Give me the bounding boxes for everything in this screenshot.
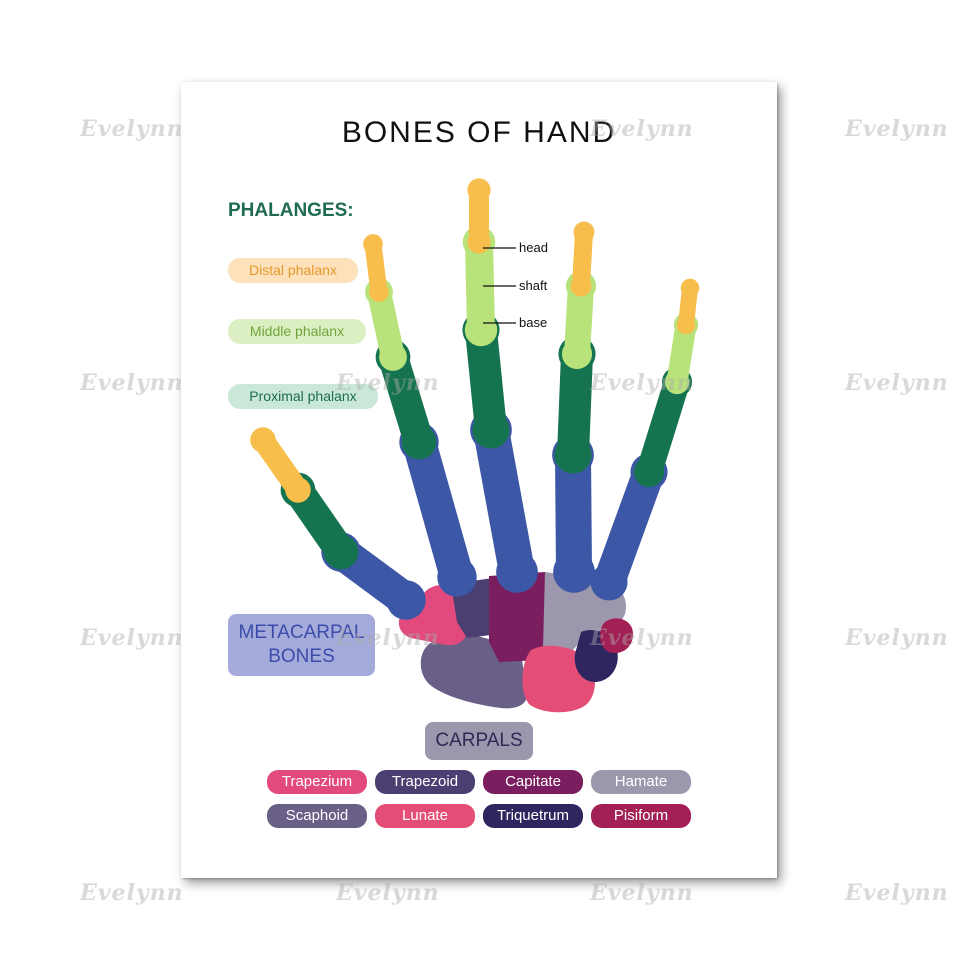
middle-distal-joint xyxy=(467,178,490,201)
watermark: Evelynn xyxy=(80,880,184,906)
carpal-label-scaphoid: Scaphoid xyxy=(267,804,367,828)
watermark: Evelynn xyxy=(845,116,949,142)
watermark: Evelynn xyxy=(590,116,694,142)
finger-bones xyxy=(250,178,699,619)
watermark: Evelynn xyxy=(336,625,440,651)
watermark: Evelynn xyxy=(336,370,440,396)
index-middle-joint xyxy=(379,343,407,371)
little-proximal-joint xyxy=(634,457,664,487)
base-annotation: base xyxy=(519,315,547,330)
index-distal-joint xyxy=(363,234,383,254)
thumb-distal-joint xyxy=(250,427,276,453)
ring-distal-joint xyxy=(571,276,592,297)
thumb-distal-joint xyxy=(285,477,311,503)
carpals-heading: CARPALS xyxy=(425,722,533,760)
carpal-label-hamate: Hamate xyxy=(591,770,691,794)
index-metacarpal-joint xyxy=(437,557,476,596)
index-proximal-joint xyxy=(402,425,437,460)
carpal-label-lunate: Lunate xyxy=(375,804,475,828)
middle-proximal-joint xyxy=(472,411,509,448)
little-distal-joint xyxy=(677,316,696,335)
thumb-metacarpal-joint xyxy=(386,580,425,619)
index-distal-joint xyxy=(369,282,389,302)
poster-canvas: BONES OF HAND PHALANGES: Distal phalanx … xyxy=(181,82,777,878)
watermark: Evelynn xyxy=(80,116,184,142)
watermark: Evelynn xyxy=(845,625,949,651)
ring-proximal-joint xyxy=(554,436,591,473)
carpal-label-pisiform: Pisiform xyxy=(591,804,691,828)
ring-middle-joint xyxy=(562,339,592,369)
middle-metacarpal-joint xyxy=(496,551,538,593)
middle-metacarpal-bone xyxy=(491,430,517,572)
carpal-label-triquetrum: Triquetrum xyxy=(483,804,583,828)
carpal-label-trapezium: Trapezium xyxy=(267,770,367,794)
watermark: Evelynn xyxy=(80,625,184,651)
watermark: Evelynn xyxy=(590,370,694,396)
watermark: Evelynn xyxy=(845,370,949,396)
head-annotation: head xyxy=(519,240,548,255)
little-metacarpal-joint xyxy=(590,563,627,600)
little-distal-joint xyxy=(681,279,700,298)
index-metacarpal-bone xyxy=(419,442,457,577)
watermark: Evelynn xyxy=(845,880,949,906)
thumb-proximal-joint xyxy=(324,535,359,570)
carpal-label-trapezoid: Trapezoid xyxy=(375,770,475,794)
ring-metacarpal-joint xyxy=(553,551,595,593)
middle-distal-joint xyxy=(467,230,490,253)
watermark: Evelynn xyxy=(590,880,694,906)
watermark: Evelynn xyxy=(336,880,440,906)
watermark: Evelynn xyxy=(590,625,694,651)
watermark: Evelynn xyxy=(80,370,184,396)
ring-distal-joint xyxy=(574,222,595,243)
middle-middle-joint xyxy=(465,314,497,346)
shaft-annotation: shaft xyxy=(519,278,547,293)
carpal-label-capitate: Capitate xyxy=(483,770,583,794)
